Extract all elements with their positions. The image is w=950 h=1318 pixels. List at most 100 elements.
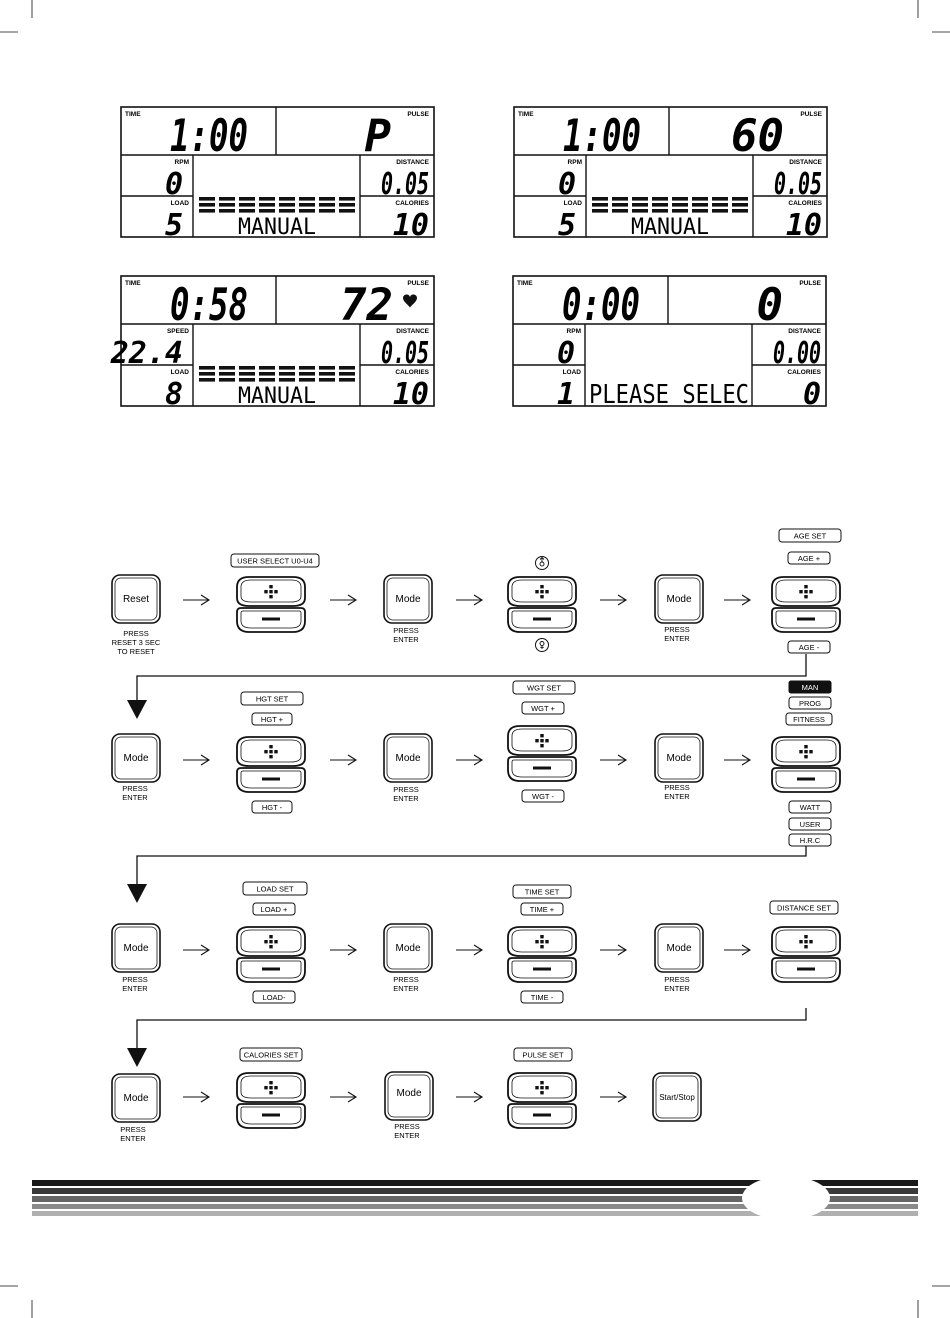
up-down-buttons[interactable] (507, 576, 577, 633)
distance-set-label: DISTANCE SET (777, 904, 831, 913)
up-down-buttons[interactable] (236, 576, 306, 633)
program-option[interactable] (788, 833, 832, 847)
flow-row-4: Mode PRESS ENTER CALORIES SET Mode PRESS… (111, 1047, 702, 1143)
lcd-load-label: LOAD (563, 369, 582, 376)
lcd-pulse-label: PULSE (407, 280, 429, 287)
mode-button[interactable]: Mode (654, 923, 704, 973)
mode-button[interactable]: Mode (654, 574, 704, 624)
arrow-icon (723, 594, 751, 606)
up-down-buttons[interactable] (771, 576, 841, 633)
flow-row-2: Mode PRESS ENTER HGT SET HGT + HGT - Mod… (111, 680, 841, 847)
lcd-pulse-label: PULSE (799, 280, 821, 287)
up-down-buttons[interactable] (507, 725, 577, 782)
program-option[interactable] (785, 712, 833, 726)
up-down-buttons[interactable] (236, 926, 306, 983)
enter-caption: ENTER (120, 1134, 146, 1143)
mode-button[interactable]: Mode (111, 1073, 161, 1123)
lcd-mid-value: 0 (165, 167, 183, 202)
lcd-load-value: 1 (557, 377, 575, 412)
mode-button[interactable]: Mode (111, 923, 161, 973)
lcd-load-label: LOAD (564, 200, 583, 207)
reset-caption-1: PRESS (123, 629, 148, 638)
mode-button[interactable]: Mode (111, 733, 161, 783)
arrow-icon (329, 944, 357, 956)
enter-caption: ENTER (122, 984, 148, 993)
start-stop-button[interactable]: Start/Stop (652, 1072, 702, 1122)
connector-arrow (127, 846, 807, 903)
lcd-pulse-value: 0 (757, 280, 784, 331)
mode-label: Mode (123, 1093, 148, 1104)
arrow-icon (182, 944, 210, 956)
arrow-icon (182, 1091, 210, 1103)
lcd-level-bars (199, 197, 355, 213)
male-icon (535, 556, 549, 570)
arrow-icon (182, 754, 210, 766)
up-down-buttons[interactable] (236, 736, 306, 793)
mode-button[interactable]: Mode (383, 574, 433, 624)
lcd-level-bars (592, 197, 748, 213)
lcd-calories-value: 10 (786, 208, 822, 243)
mode-label: Mode (123, 943, 148, 954)
lcd-calories-value: 10 (393, 208, 429, 243)
lcd-distance-label: DISTANCE (789, 159, 822, 166)
mode-label: Mode (123, 753, 148, 764)
hgt-set-label: HGT SET (256, 695, 289, 704)
mode-label: Mode (666, 753, 691, 764)
lcd-distance-value: 0.05 (381, 167, 429, 202)
mode-button[interactable]: Mode (383, 733, 433, 783)
mode-button[interactable]: Mode (383, 923, 433, 973)
lcd-program-text: MANUAL (631, 215, 709, 240)
start-stop-label: Start/Stop (659, 1093, 695, 1102)
age-minus-label: AGE - (799, 643, 820, 652)
up-down-buttons[interactable] (771, 926, 841, 983)
load-plus-label: LOAD + (261, 905, 289, 914)
program-man-label: MAN (802, 683, 819, 692)
arrow-icon (329, 594, 357, 606)
enter-caption: ENTER (664, 984, 690, 993)
lcd-level-bars (199, 366, 355, 382)
lcd-load-value: 5 (165, 208, 183, 243)
reset-button[interactable]: Reset (111, 574, 161, 624)
arrow-icon (329, 1091, 357, 1103)
mode-button[interactable]: Mode (654, 733, 704, 783)
user-select-label: USER SELECT U0-U4 (237, 557, 313, 566)
mode-label: Mode (395, 943, 420, 954)
time-minus-label: TIME - (531, 993, 554, 1002)
load-minus-label: LOAD- (263, 993, 286, 1002)
up-down-buttons[interactable] (507, 926, 577, 983)
press-caption: PRESS (122, 784, 147, 793)
page-number-oval (742, 1176, 830, 1220)
flow-row-3: Mode PRESS ENTER LOAD SET LOAD + LOAD- M… (111, 881, 841, 1004)
program-user-label: USER (800, 820, 821, 829)
lcd-load-label: LOAD (171, 369, 190, 376)
flow-row-1: Reset PRESS RESET 3 SEC TO RESET USER SE… (111, 528, 842, 656)
program-option[interactable] (788, 800, 832, 814)
press-caption: PRESS (120, 1125, 145, 1134)
program-option[interactable] (788, 696, 832, 710)
lcd-pulse-value: 72 (340, 280, 393, 331)
arrow-icon (599, 594, 627, 606)
lcd-time-value: 1:00 (563, 111, 641, 162)
lcd-time-value: 0:00 (562, 280, 640, 331)
lcd-time-value: 1:00 (170, 111, 248, 162)
press-caption: PRESS (664, 783, 689, 792)
mode-button[interactable]: Mode (384, 1071, 434, 1121)
wgt-plus-label: WGT + (531, 704, 555, 713)
up-down-buttons[interactable] (507, 1072, 577, 1129)
lcd-distance-label: DISTANCE (788, 328, 821, 335)
arrow-icon (599, 754, 627, 766)
lcd-pulse-value: P (365, 111, 392, 162)
program-option-selected[interactable] (788, 680, 832, 694)
lcd-mid-value: 22.4 (110, 336, 183, 371)
press-caption: PRESS (664, 975, 689, 984)
up-down-buttons[interactable] (771, 736, 841, 793)
program-option[interactable] (788, 817, 832, 831)
program-fitness-label: FITNESS (793, 715, 825, 724)
lcd-mid-value: 0 (557, 336, 575, 371)
wgt-minus-label: WGT - (532, 792, 554, 801)
up-down-buttons[interactable] (236, 1072, 306, 1129)
lcd-time-label: TIME (517, 280, 533, 287)
